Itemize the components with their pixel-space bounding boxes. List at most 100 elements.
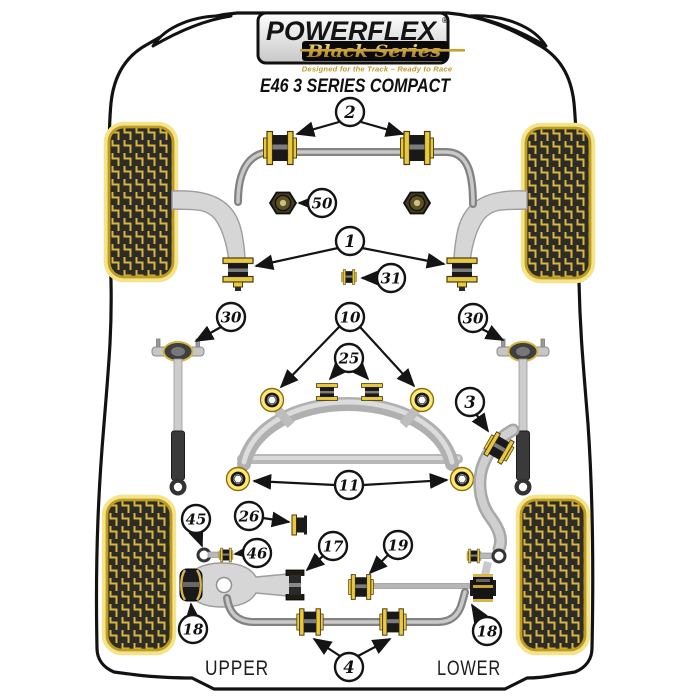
callout-18-left-label: 18 [183, 620, 204, 638]
arb-bushing-front-right [399, 130, 435, 166]
body-vent-right [466, 14, 548, 48]
model-title: E46 3 SERIES COMPACT [260, 75, 452, 97]
hex-nut-right [403, 191, 431, 215]
tire-front-right [523, 125, 593, 281]
callout-25: 25 [328, 342, 370, 381]
callout-31-label: 31 [381, 269, 402, 287]
callout-10-label: 10 [340, 308, 361, 326]
callout-30-left: 30 [194, 301, 247, 342]
registered-mark: ® [442, 16, 448, 25]
callout-3: 3 [454, 386, 490, 433]
callout-50: 50 [297, 187, 338, 219]
callout-26-label: 26 [238, 507, 260, 525]
arb-bushing-front-left [262, 130, 298, 166]
callout-17-label: 17 [323, 537, 344, 555]
callout-30-left-label: 30 [221, 308, 242, 326]
front-suspension [171, 130, 528, 292]
subframe-arch-highlight [241, 399, 455, 465]
front-anti-roll-bar-highlight [236, 150, 475, 206]
callout-25-arrow-left [328, 360, 348, 381]
callout-18-right: 18 [471, 603, 503, 647]
callout-31: 31 [360, 262, 407, 294]
rear-anti-roll-bar-highlight [225, 590, 467, 624]
callout-45-label: 45 [186, 510, 207, 528]
gear-linkage-ring-right [491, 548, 507, 564]
callout-30-right: 30 [457, 302, 505, 341]
callout-25-label: 25 [338, 349, 360, 367]
callout-2-arrow-left [295, 120, 340, 137]
callout-10-arrow-right [359, 326, 416, 388]
subframe-rear-mount-right [449, 466, 475, 492]
lower-arm-hole [215, 576, 233, 594]
subframe-front-mount-right [409, 387, 435, 413]
callout-10-arrow-left [279, 326, 340, 389]
callout-2: 2 [295, 96, 405, 137]
brand-header: POWERFLEX ® Black Series Designed for th… [256, 11, 465, 97]
callout-11-arrow-right [362, 473, 449, 489]
rear-arb-bushing-left [296, 608, 324, 636]
series-strike-line [300, 49, 465, 52]
rear-arm-bushing-right [470, 574, 496, 602]
callout-50-label: 50 [312, 194, 333, 212]
callout-11-label: 11 [339, 476, 360, 494]
arb-link-bushing [348, 574, 374, 600]
callout-30-right-arrow [481, 325, 505, 341]
rear-arm-bushing-left [179, 568, 203, 602]
callout-11-arrow-left [252, 473, 336, 490]
callout-30-right-label: 30 [463, 309, 484, 327]
callout-18-right-label: 18 [477, 622, 498, 640]
callout-46: 46 [233, 537, 273, 569]
body-vent-left [151, 14, 233, 48]
callout-4-arrow-right [357, 638, 392, 657]
callout-2-arrow-right [360, 120, 405, 137]
lower-arm-inner-bushing [285, 569, 305, 601]
callout-18-left: 18 [177, 602, 209, 645]
callout-30-left-arrow [194, 325, 222, 342]
callout-45-arrow [188, 527, 204, 548]
callout-19-arrow [368, 554, 389, 575]
callout-18-right-arrow [471, 603, 488, 624]
callout-26-arrow [262, 511, 291, 528]
callout-17: 17 [305, 530, 349, 572]
brand-tagline: Designed for the Track – Ready to Race [302, 65, 453, 74]
subframe-rear-mount-left [225, 466, 251, 492]
rear-arb-bushing-right [379, 608, 407, 636]
callout-19-label: 19 [388, 536, 409, 554]
subframe-front-mount-left [259, 387, 285, 413]
rear-lower-arm-left [179, 514, 307, 608]
callout-1-label: 1 [344, 232, 355, 251]
upper-label: UPPER [205, 657, 269, 680]
callout-1-arrow-right [361, 246, 446, 269]
callout-4-label: 4 [343, 658, 354, 677]
tire-front-left [106, 124, 176, 280]
callout-10: 10 [279, 301, 416, 389]
arb-link-rod [365, 583, 471, 589]
gear-linkage-bushing-left [218, 547, 234, 563]
gear-linkage-rod-right [479, 552, 493, 559]
steering-coupling-bushing [341, 269, 357, 285]
small-mount-bushing [291, 514, 307, 536]
callout-25-arrow-right [350, 360, 370, 381]
callout-26: 26 [233, 500, 291, 532]
callout-1-arrow-left [254, 246, 339, 271]
callout-46-arrow [233, 543, 254, 560]
callout-45: 45 [180, 503, 212, 548]
callout-11: 11 [252, 469, 449, 501]
callout-3-label: 3 [464, 393, 475, 412]
callout-18-left-arrow [184, 602, 201, 622]
callout-19: 19 [368, 529, 414, 575]
callout-2-label: 2 [343, 103, 355, 122]
lower-label: LOWER [437, 657, 501, 680]
callout-4-arrow-left [312, 638, 341, 657]
callout-17-arrow [305, 552, 326, 572]
callouts: 2 50 1 31 30 10 [177, 96, 505, 683]
callout-46-label: 46 [247, 544, 268, 562]
gear-linkage-bushing-right [466, 548, 482, 564]
callout-4: 4 [312, 638, 392, 683]
callout-3-arrow [471, 412, 490, 433]
callout-1: 1 [254, 225, 446, 271]
tire-rear-right [518, 497, 588, 653]
rear-subframe [225, 383, 475, 492]
